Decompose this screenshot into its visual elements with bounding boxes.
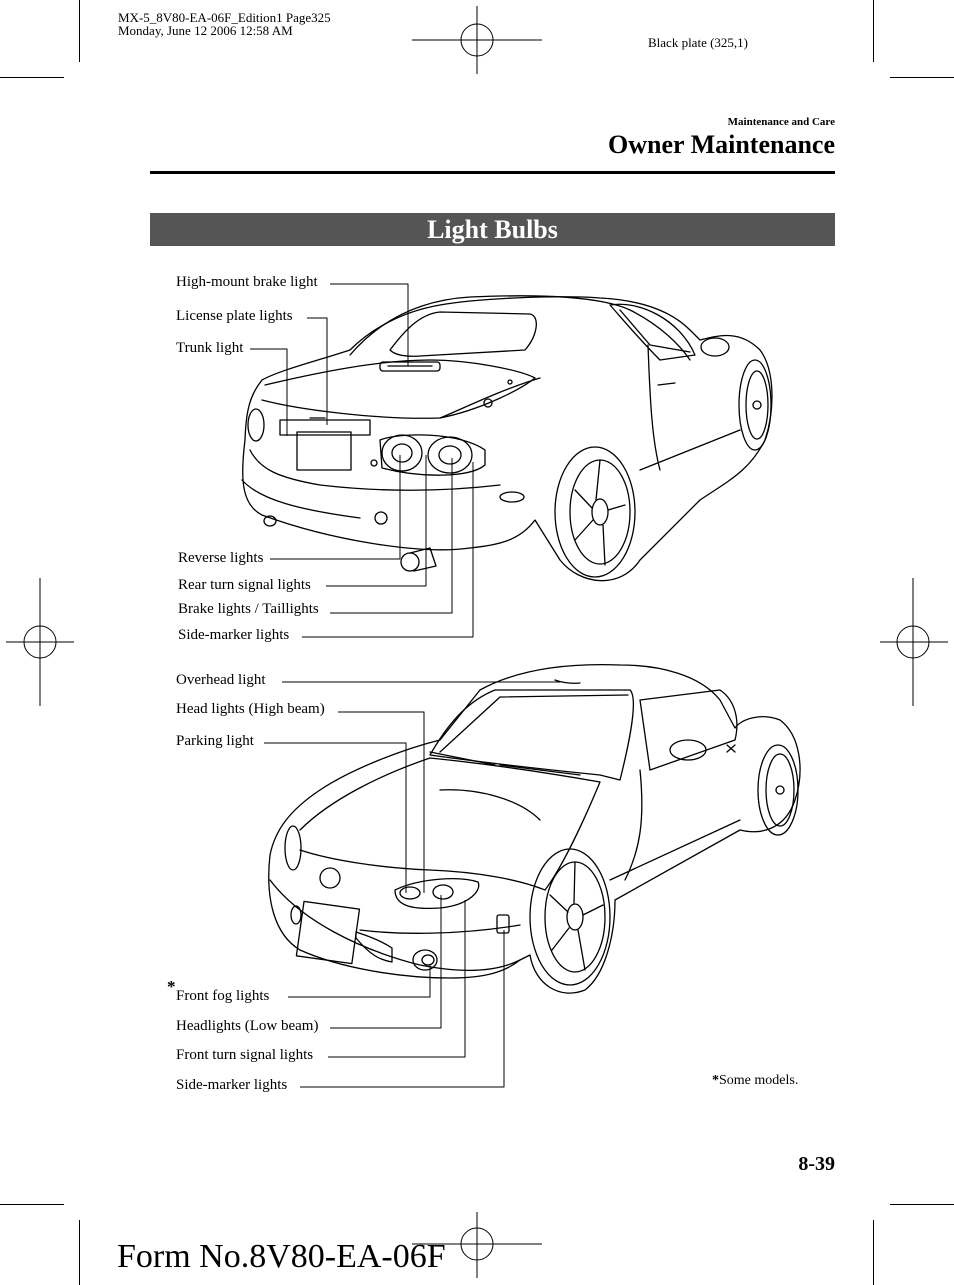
crop-mark [79, 1220, 80, 1285]
crop-mark [890, 77, 954, 78]
footnote-star: * [712, 1073, 719, 1088]
front-leader-lines [264, 681, 560, 1088]
crop-mark [890, 1204, 954, 1205]
label-overhead-light: Overhead light [176, 672, 268, 689]
crop-mark [873, 0, 874, 62]
rear-leader-lines [250, 283, 474, 638]
plate-label: Black plate (325,1) [648, 35, 748, 50]
label-license-plate-lights: License plate lights [176, 308, 295, 325]
chapter-title: Maintenance and Care [727, 116, 835, 128]
crop-mark [0, 1204, 64, 1205]
label-trunk-light: Trunk light [176, 340, 246, 357]
label-headlights-low-beam: Headlights (Low beam) [176, 1018, 321, 1035]
label-reverse-lights: Reverse lights [178, 550, 266, 567]
footnote: *Some models. [712, 1073, 798, 1089]
print-job-name: MX-5_8V80-EA-06F_Edition1 Page325 [118, 10, 331, 25]
rear-car-drawing [241, 295, 773, 582]
label-front-turn-signal-lights: Front turn signal lights [176, 1047, 316, 1064]
light-bulbs-banner: Light Bulbs [150, 213, 835, 246]
label-front-side-marker-lights: Side-marker lights [176, 1077, 290, 1094]
front-car-drawing [268, 663, 801, 994]
footnote-text: Some models. [719, 1073, 799, 1088]
page-title: Owner Maintenance [608, 130, 835, 159]
crop-mark [79, 0, 80, 62]
print-timestamp: Monday, June 12 2006 12:58 AM [118, 23, 293, 38]
fog-footnote-star: * [167, 977, 176, 996]
label-rear-side-marker-lights: Side-marker lights [178, 627, 292, 644]
crop-mark [873, 1220, 874, 1285]
form-number: Form No.8V80-EA-06F [117, 1238, 446, 1275]
label-head-lights-high-beam: Head lights (High beam) [176, 701, 327, 718]
crop-mark [0, 77, 64, 78]
page-number: 8-39 [798, 1153, 835, 1175]
title-rule [150, 171, 835, 174]
label-front-fog-lights: Front fog lights [176, 988, 272, 1005]
label-parking-light: Parking light [176, 733, 256, 750]
label-rear-turn-signal-lights: Rear turn signal lights [178, 577, 313, 594]
label-high-mount-brake-light: High-mount brake light [176, 274, 320, 291]
label-brake-taillights: Brake lights / Taillights [178, 601, 321, 618]
